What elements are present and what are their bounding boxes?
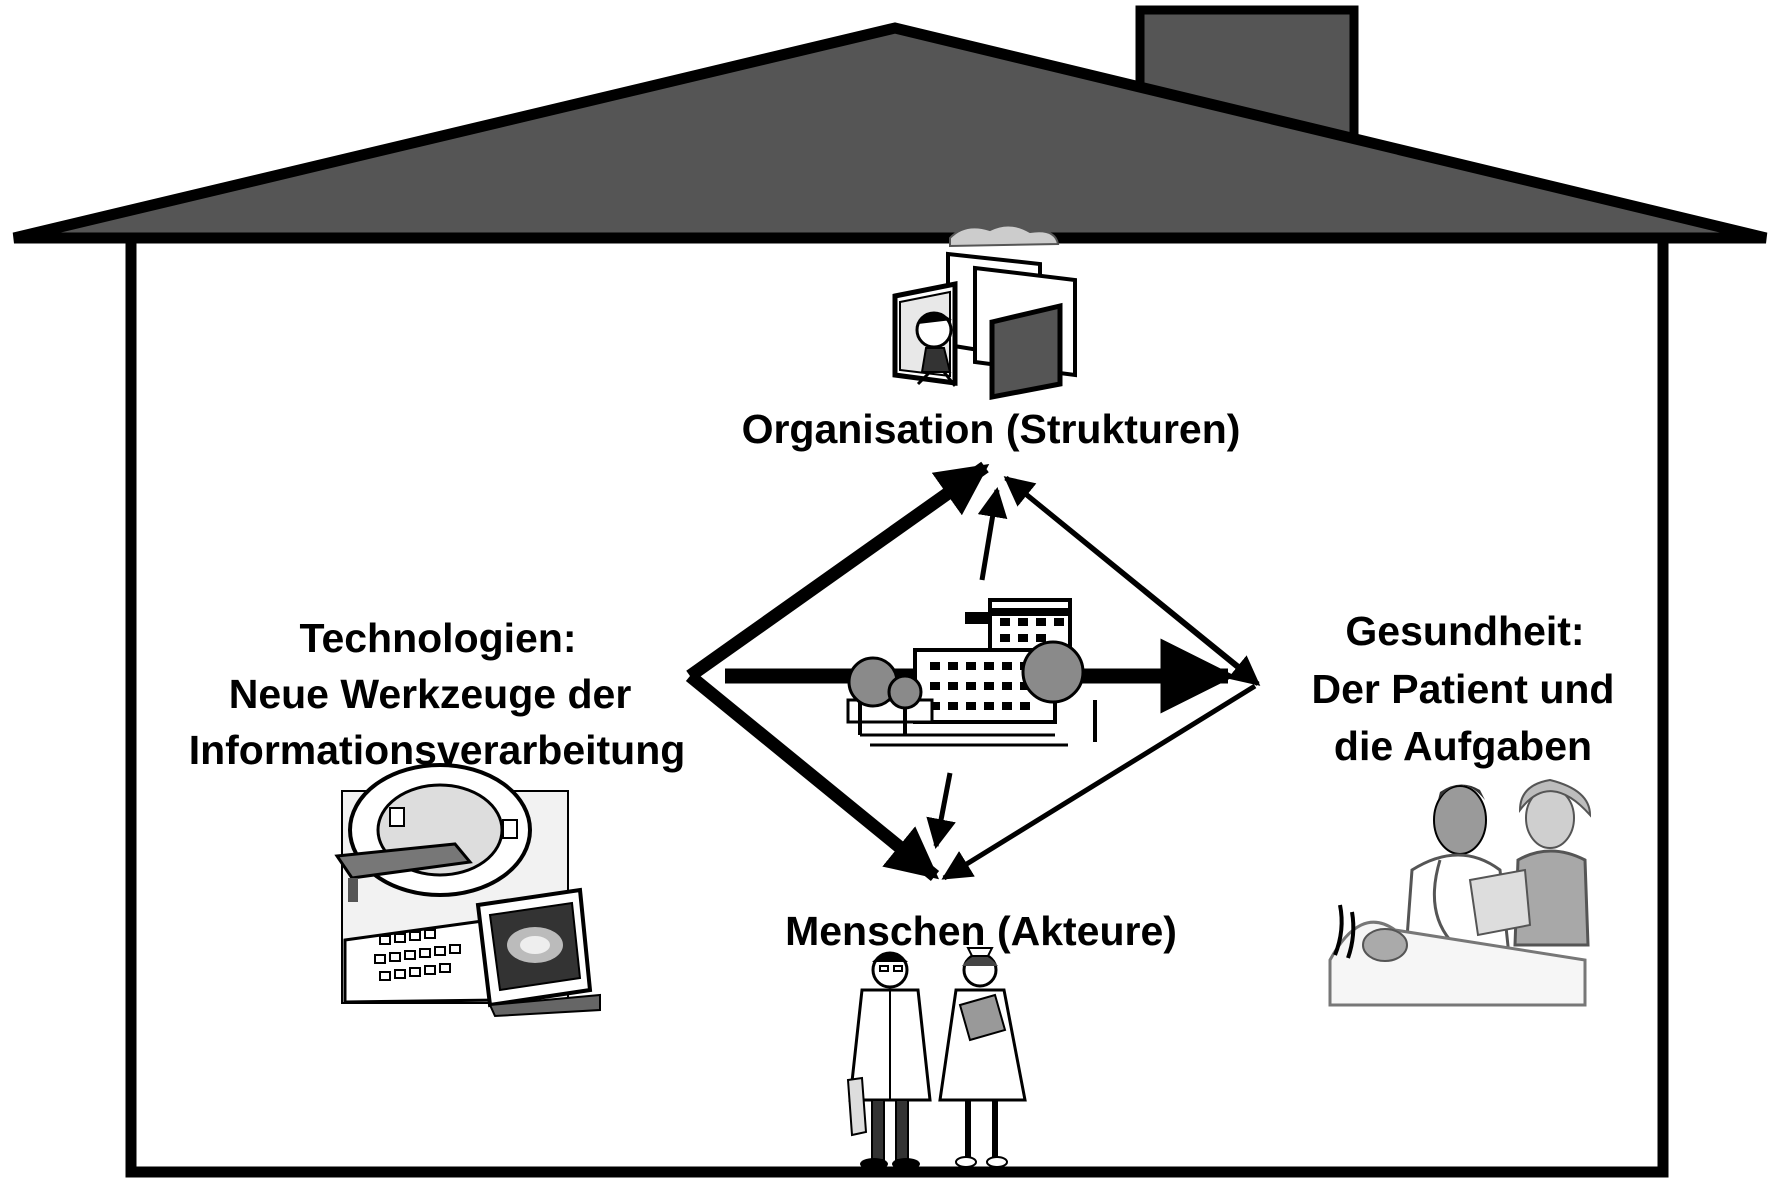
- label-gesundheit-line2: Der Patient und: [1312, 666, 1615, 712]
- patient-care-icon: [1328, 778, 1592, 1007]
- hospital-building-icon: [846, 598, 1097, 747]
- relation-arrows: [685, 461, 1261, 882]
- doctor-nurse-icon: [846, 947, 1027, 1170]
- label-technologie-line3: Informationsverarbeitung: [189, 727, 686, 773]
- label-organisation: Organisation (Strukturen): [742, 406, 1241, 452]
- arrow-organisation-to-gesundheit: [1004, 476, 1261, 686]
- label-menschen: Menschen (Akteure): [785, 908, 1177, 954]
- label-gesundheit-title: Gesundheit:: [1345, 608, 1584, 654]
- medical-scanner-monitor-icon: [334, 763, 601, 1018]
- house-roof: [12, 22, 1768, 244]
- arrow-center-to-menschen: [926, 772, 956, 849]
- label-technologie-title: Technologien:: [299, 615, 576, 661]
- arrow-tech-to-organisation: [686, 461, 990, 682]
- label-gesundheit-line3: die Aufgaben: [1334, 723, 1592, 769]
- arrow-gesundheit-to-menschen: [941, 683, 1257, 881]
- arrow-tech-to-menschen: [685, 670, 940, 882]
- arrow-center-to-organisation: [977, 487, 1008, 581]
- label-technologie-line2: Neue Werkzeuge der: [229, 671, 632, 717]
- maze-person-icon: [892, 224, 1077, 401]
